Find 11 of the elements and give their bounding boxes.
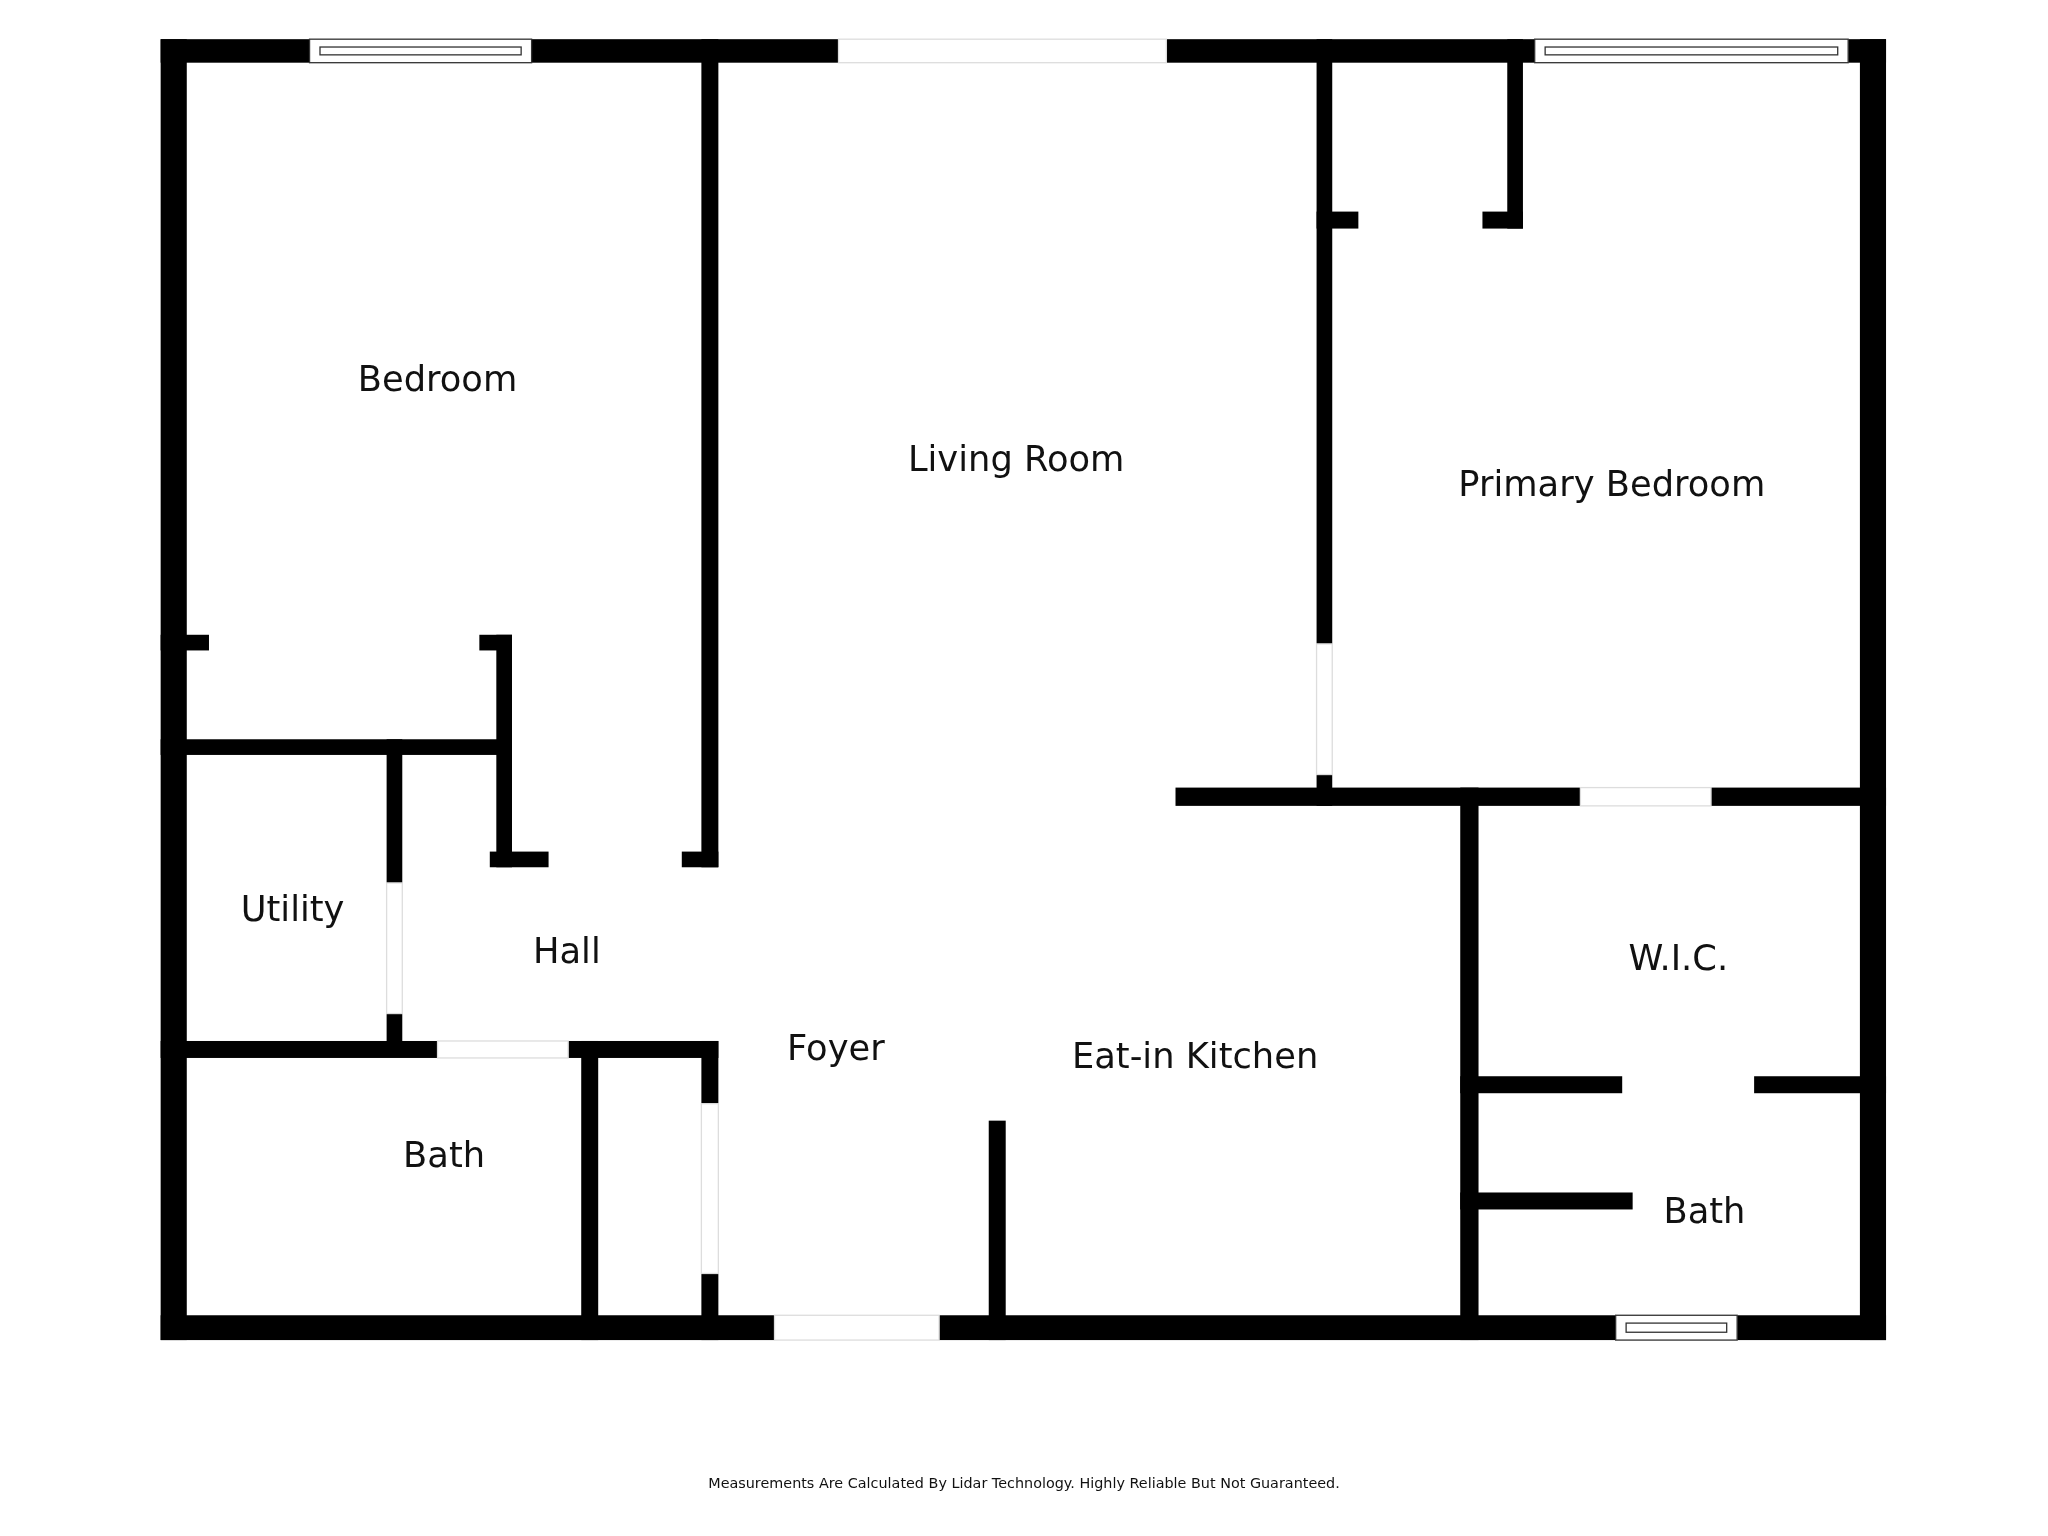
room-label: Foyer xyxy=(787,1027,885,1068)
room-label: W.I.C. xyxy=(1628,937,1729,978)
room-label: Primary Bedroom xyxy=(1458,463,1766,504)
room-label: Hall xyxy=(533,930,601,972)
footnote-text: Measurements Are Calculated By Lidar Technology. Highly Reliable But Not Guaranteed. xyxy=(708,1475,1340,1493)
room-label: Utility xyxy=(240,888,345,930)
room-label: Bedroom xyxy=(357,358,518,399)
room-label: Living Room xyxy=(907,438,1125,479)
room-label: Bath xyxy=(1663,1190,1746,1231)
room-label: Eat-in Kitchen xyxy=(1071,1035,1319,1076)
room-label: Bath xyxy=(403,1134,486,1175)
